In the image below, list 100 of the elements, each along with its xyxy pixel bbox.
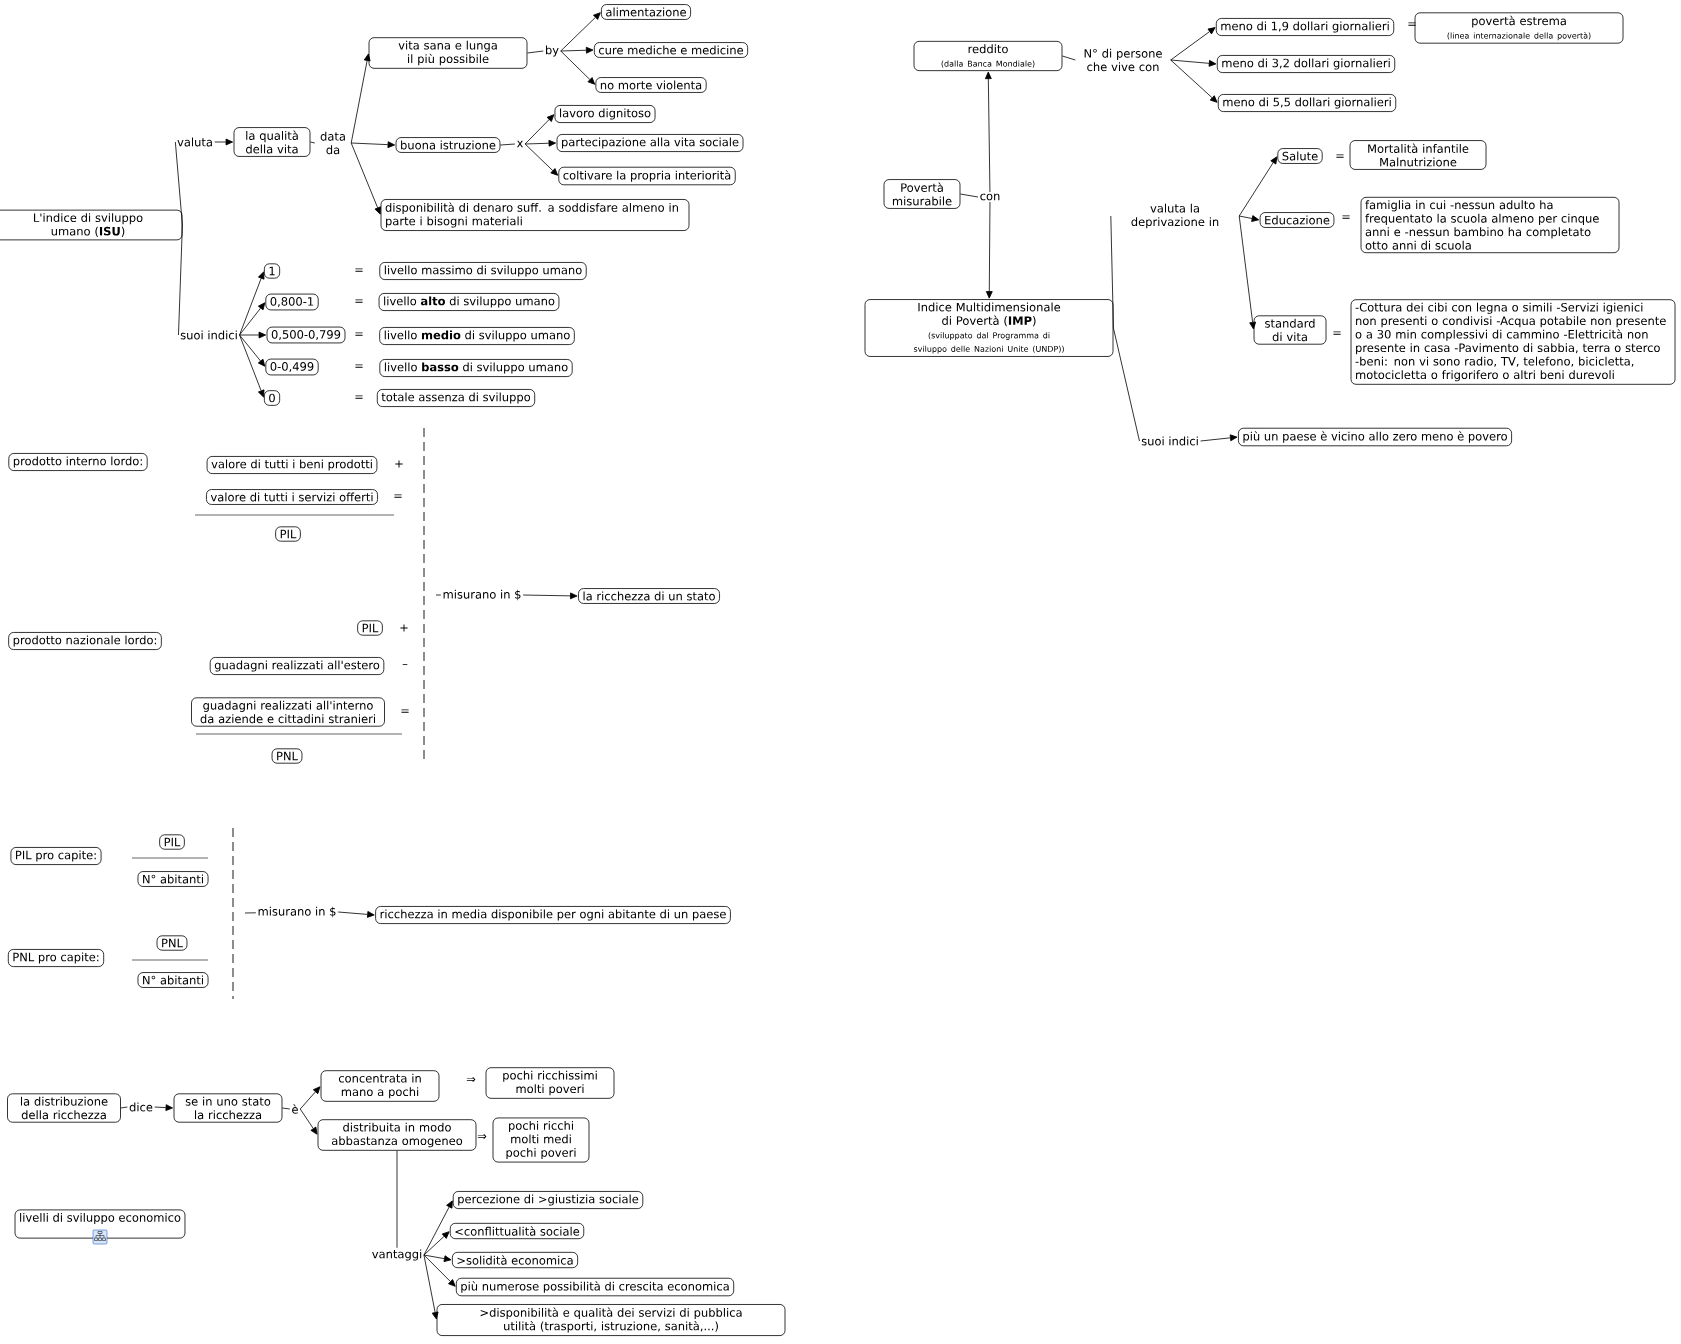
connector [310,141,316,144]
operator-sign: = [355,395,363,399]
connector [239,334,265,398]
concept-box: meno di 5,5 dollari giornalieri [1217,94,1397,112]
concept-box: valore di tutti i beni prodotti [206,456,378,474]
concept-box: la distribuzione della ricchezza [7,1093,121,1123]
concept-box: pochi ricchi molti medi pochi poveri [492,1117,590,1163]
connector [154,1104,173,1111]
operator-sign: = [355,268,363,272]
concept-box: coltivare la propria interiorità [558,166,736,186]
concept-box: PIL [357,620,383,636]
linking-phrase: x [516,140,524,148]
concept-box: N° abitanti [137,972,209,988]
connector [560,50,596,85]
concept-box: meno di 1,9 dollari giornalieri [1215,18,1395,36]
concept-box: PNL [156,935,188,951]
connector [435,594,442,596]
concept-box: Mortalità infantile Malnutrizione [1349,140,1487,170]
concept-box: Indice Multidimensionale di Povertà (IMP) (sviluppato dal Programma di sviluppo delle Nazioni Unite (UNDP)) [864,299,1114,357]
connector [350,53,371,144]
concept-box: famiglia in cui -nessun adulto ha frequentato la scuola almeno per cinque anni e -nessun bambino ha completato otto anni di scuola [1360,196,1620,254]
concept-box: guadagni realizzati all'estero [209,657,385,675]
connector [396,1150,398,1249]
concept-box: valore di tutti i servizi offerti [206,489,378,505]
connector [985,201,993,299]
concept-box: pochi ricchissimi molti poveri [485,1067,615,1099]
connector [1238,156,1278,217]
concept-box: standard di vita [1253,315,1327,345]
operator-sign: = [355,299,363,303]
concept-box: PNL [271,748,303,764]
concept-box: N° abitanti [137,871,209,887]
connector [423,1254,452,1262]
connector [1170,59,1218,103]
connector [522,592,578,600]
concept-box: livelli di sviluppo economico [14,1209,186,1239]
connector [560,46,594,54]
connector [524,139,556,147]
concept-box: 0-0,499 [265,358,319,376]
operator-sign: + [395,460,403,468]
linking-phrase: by [546,45,559,57]
concept-box: più numerose possibilità di crescita economica [455,1277,735,1297]
connector [178,224,183,336]
concept-box: meno di 3,2 dollari giornalieri [1216,55,1396,73]
connector [1062,55,1076,61]
concept-box: reddito (dalla Banca Mondiale) [913,40,1063,72]
connector [423,1200,453,1256]
connector [350,141,396,149]
connector [1110,215,1114,329]
concept-box: più un paese è vicino allo zero meno è povero [1238,427,1512,447]
operator-sign: = [355,332,363,336]
concept-box: vita sana e lunga il più possibile [368,37,528,69]
concept-box: 0,800-1 [265,293,319,311]
concept-box: PIL [159,834,185,850]
concept-box: lavoro dignitoso [554,105,656,123]
connector [560,12,601,52]
concept-box: Salute [1277,148,1323,164]
linking-phrase: N° di persone che vive con [1084,48,1162,72]
linking-phrase: suoi indici [1141,436,1198,446]
operator-sign: = [1342,215,1350,219]
concept-box: <conflittualità sociale [449,1222,585,1240]
concept-box: livello medio di sviluppo umano [379,327,575,345]
connector [524,114,555,145]
connector [984,71,992,193]
concept-box: >solidità economica [451,1251,579,1269]
concept-box: buona istruzione [395,137,501,153]
connector [1113,327,1140,442]
concept-box: disponibilità di denaro suff. a soddisfare almeno in parte i bisogni materiali [380,199,690,231]
concept-box: 0,500-0,799 [266,326,346,344]
connector [239,331,266,339]
operator-sign: + [400,624,408,632]
concept-box: guadagni realizzati all'interno da aziende e cittadini stranieri [191,697,385,727]
connector [244,912,257,914]
connector [1238,215,1257,330]
connector [350,142,381,215]
connector [500,143,516,146]
connector [239,271,265,336]
connector [1170,59,1217,67]
linking-phrase: misurano in $ [258,906,336,918]
connector [120,1106,128,1109]
operator-sign: = [1336,154,1344,158]
operator-sign: ⇒ [477,1134,487,1139]
connector [174,141,183,226]
linking-phrase: è [292,1104,298,1114]
concept-box: distribuita in modo abbastanza omogeneo [317,1119,477,1151]
connector [1238,215,1260,222]
concept-box: prodotto nazionale lordo: [8,632,162,650]
concept-box: la qualità della vita [233,127,311,157]
linking-phrase: vantaggi [372,1249,422,1261]
concept-box: cure mediche e medicine [593,42,749,58]
connector [239,334,266,367]
operator-sign: = [394,494,402,498]
concept-box: PIL [275,526,301,542]
concept-box: prodotto interno lordo: [8,453,148,471]
connector [527,50,544,54]
connector [282,1107,291,1110]
concept-box: 1 [263,263,281,279]
concept-box: Educazione [1259,212,1335,228]
concept-box: totale assenza di sviluppo [376,389,536,407]
connector [337,911,375,918]
concept-box: 0 [263,390,281,406]
